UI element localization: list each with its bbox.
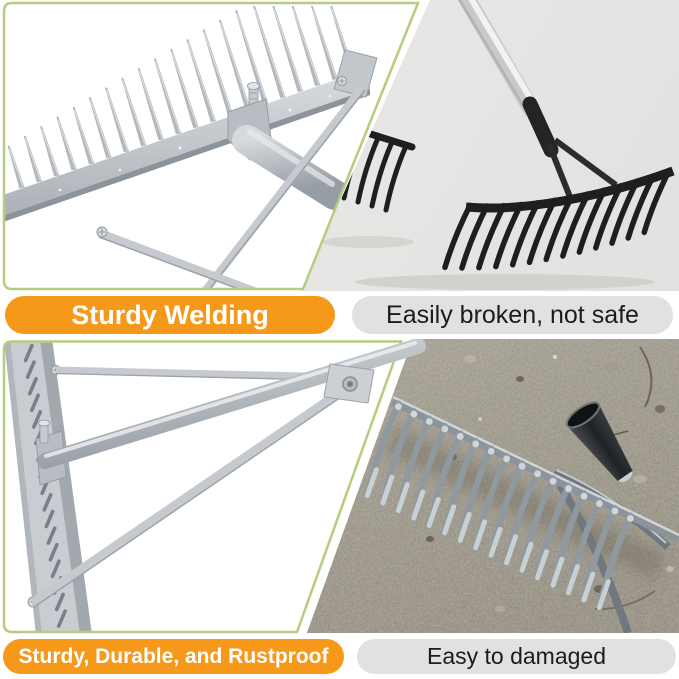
panel-border [2,340,403,634]
badge-easy-to-damaged: Easy to damaged [357,639,676,674]
broken-rake-illustration [322,0,675,290]
sturdy-welding-panel [2,1,420,291]
handle-socket [565,401,633,482]
rustproof-frame-panel [2,339,426,634]
dirt-rake-illustration [307,339,679,633]
badge-sturdy-welding: Sturdy Welding [5,296,335,334]
rake-head-back [4,341,92,632]
aluminum-rake-illustration [4,6,378,289]
frame-braces [29,339,426,608]
panel-border [2,1,420,291]
damaged-rake-photo [307,339,679,633]
badge-sturdy-durable-rustproof: Sturdy, Durable, and Rustproof [3,639,344,674]
badge-easily-broken: Easily broken, not safe [352,296,673,334]
